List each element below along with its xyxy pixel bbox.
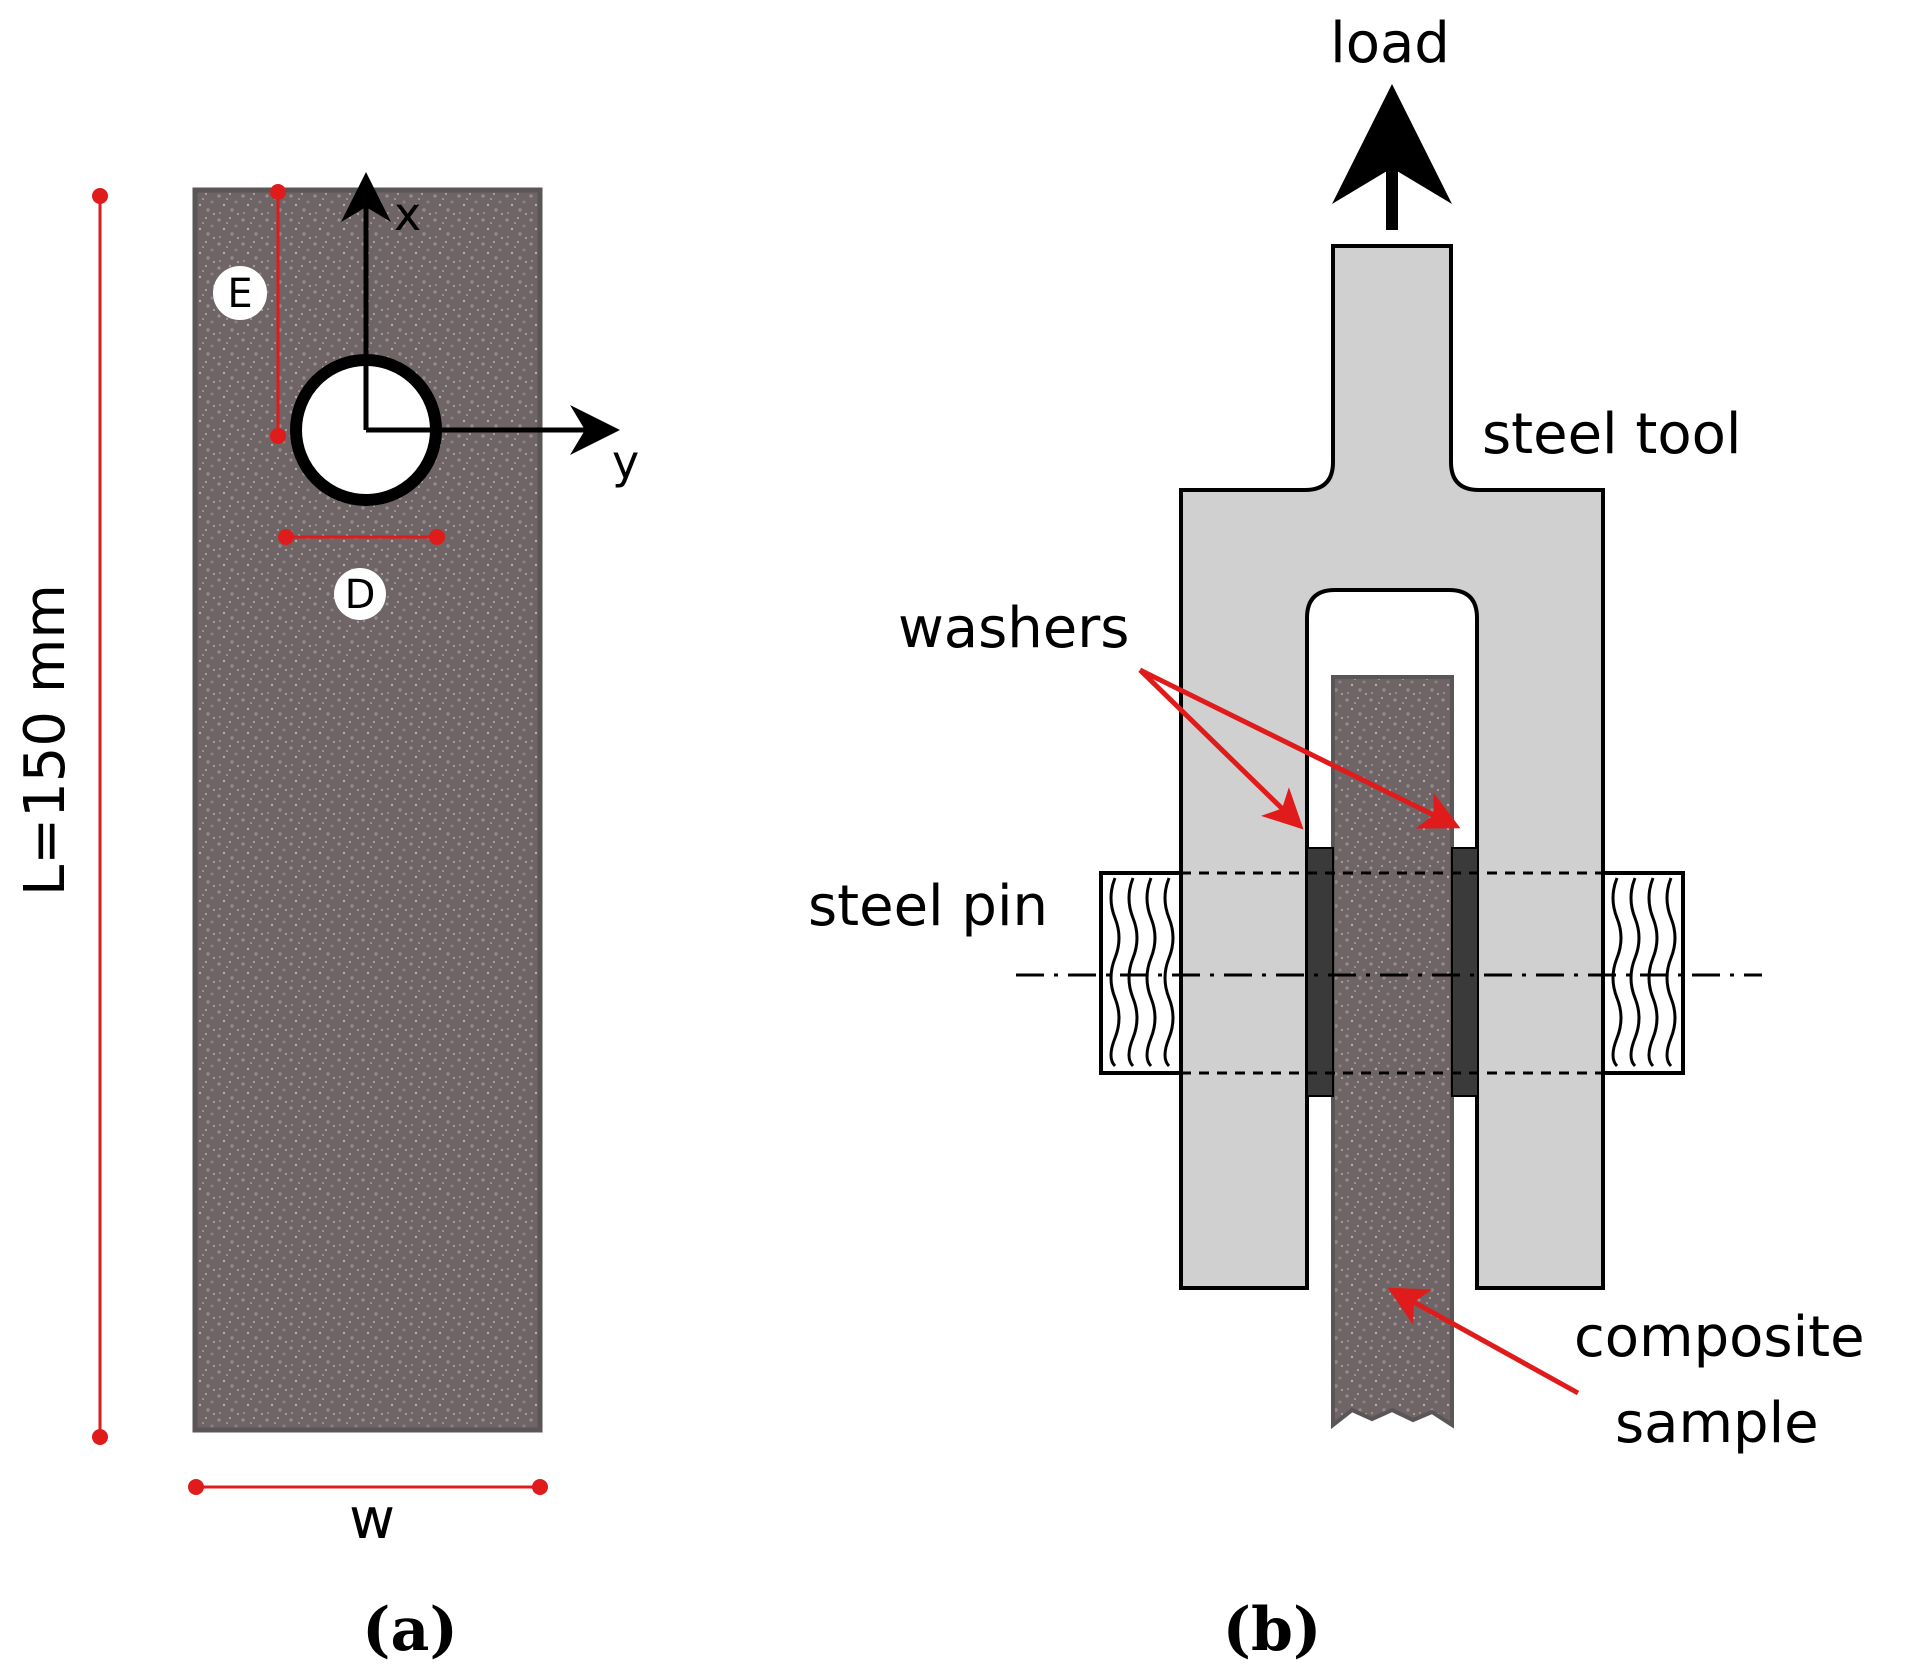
pin-nut-left	[1099, 871, 1183, 1075]
washer-arrow-left	[1138, 668, 1304, 830]
width-dim-end-right	[532, 1479, 548, 1495]
length-dim-end-top	[92, 188, 108, 204]
diameter-label: D	[345, 572, 376, 618]
diameter-dim-end-left	[278, 529, 294, 545]
x-axis-label: x	[394, 187, 421, 241]
diameter-label-badge	[334, 568, 386, 620]
panel-a: x y L=150 mm w E D (a)	[13, 172, 639, 1665]
composite-arrow	[1387, 1287, 1580, 1396]
edge-dim-end-bottom	[270, 428, 286, 444]
width-dim-end-left	[188, 1479, 204, 1495]
steel-tool	[1179, 244, 1605, 1290]
steel-tool-label: steel tool	[1482, 402, 1741, 467]
composite-label-line1: composite	[1574, 1305, 1865, 1370]
length-label: L=150 mm	[13, 584, 78, 896]
length-dim-end-bottom	[92, 1429, 108, 1445]
washer-right	[1451, 847, 1479, 1097]
caption-a-letter: a	[391, 1595, 430, 1665]
pin-nut-right	[1601, 871, 1685, 1075]
edge-label-badge	[213, 266, 267, 320]
diameter-dim-end-right	[429, 529, 445, 545]
washers-label: washers	[898, 596, 1129, 661]
caption-a: (a)	[362, 1595, 458, 1665]
composite-label-line2: sample	[1615, 1391, 1819, 1456]
washer-arrow-right	[1138, 667, 1461, 829]
load-label: load	[1330, 11, 1450, 76]
panel-b: load steel tool steel pin	[808, 11, 1865, 1665]
edge-dim-end-top	[270, 184, 286, 200]
steel-pin-label: steel pin	[808, 874, 1048, 939]
washer-left	[1306, 847, 1334, 1097]
caption-b: (b)	[1223, 1595, 1322, 1665]
width-label: w	[349, 1487, 395, 1552]
edge-label: E	[227, 271, 252, 317]
caption-b-letter: b	[1251, 1595, 1293, 1665]
y-axis-label: y	[612, 435, 639, 489]
